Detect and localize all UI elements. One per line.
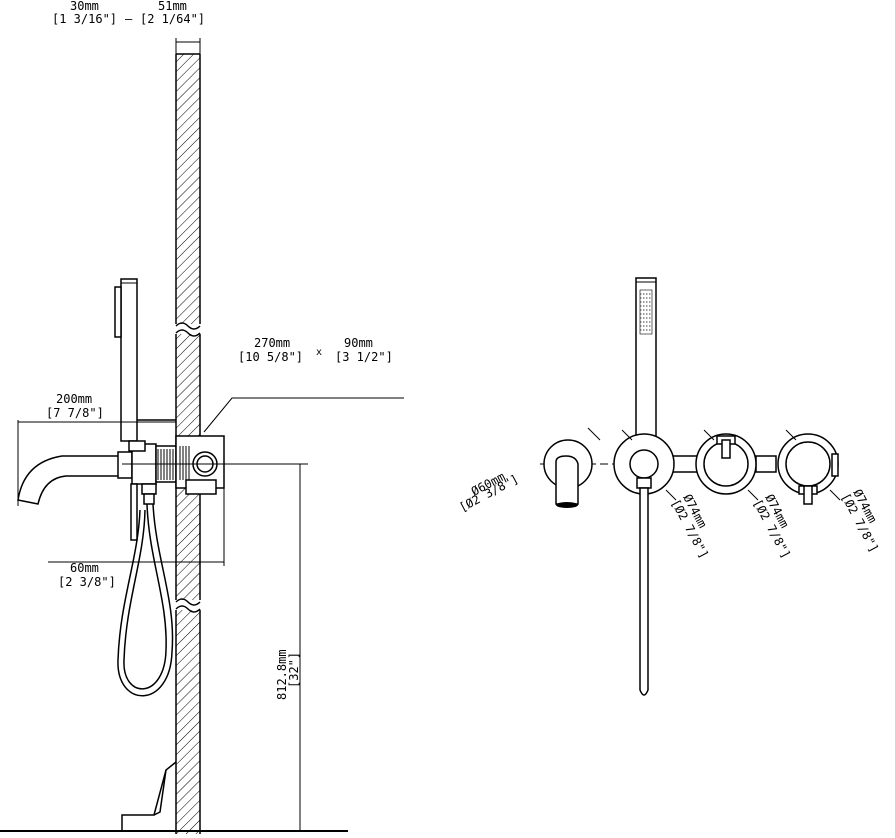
spout-rose bbox=[543, 439, 593, 508]
height-in: [32"] bbox=[287, 652, 301, 688]
plate-height-in: [3 1/2"] bbox=[335, 350, 393, 364]
valve-body bbox=[117, 435, 300, 505]
front-view: Ø60mm [Ø2 3/8"] Ø74mm [Ø2 7/8"] Ø74mm [Ø… bbox=[457, 277, 881, 696]
plate-sep: x bbox=[316, 347, 322, 358]
wall-dash: — bbox=[125, 12, 133, 26]
projection-mm: 60mm bbox=[70, 561, 99, 575]
rose-1 bbox=[613, 433, 675, 696]
rose-2 bbox=[695, 433, 757, 495]
front-dimension-lines bbox=[587, 427, 841, 501]
side-view: 30mm [1 3/16"] — 51mm [2 1/64"] 270mm [1… bbox=[0, 0, 404, 834]
wall-right-in: [2 1/64"] bbox=[140, 12, 205, 26]
spout-reach-in: [7 7/8"] bbox=[46, 406, 104, 420]
plate-width-in: [10 5/8"] bbox=[238, 350, 303, 364]
rose-3 bbox=[777, 433, 839, 505]
plate-width-mm: 270mm bbox=[254, 336, 290, 350]
dimension-lines bbox=[17, 397, 404, 832]
wall-left-mm: 30mm bbox=[70, 0, 99, 13]
height-mm: 812.8mm bbox=[275, 649, 289, 700]
wall-left-in: [1 3/16"] bbox=[52, 12, 117, 26]
handshower-side bbox=[114, 278, 176, 697]
spray-face bbox=[639, 289, 653, 335]
floor bbox=[0, 761, 348, 832]
projection-in: [2 3/8"] bbox=[58, 575, 116, 589]
handshower-front bbox=[635, 277, 657, 453]
plate-height-mm: 90mm bbox=[344, 336, 373, 350]
spout-reach-mm: 200mm bbox=[56, 392, 92, 406]
spout bbox=[17, 455, 123, 505]
wall-right-mm: 51mm bbox=[158, 0, 187, 13]
side-view-labels: 30mm [1 3/16"] — 51mm [2 1/64"] 270mm [1… bbox=[46, 0, 393, 700]
